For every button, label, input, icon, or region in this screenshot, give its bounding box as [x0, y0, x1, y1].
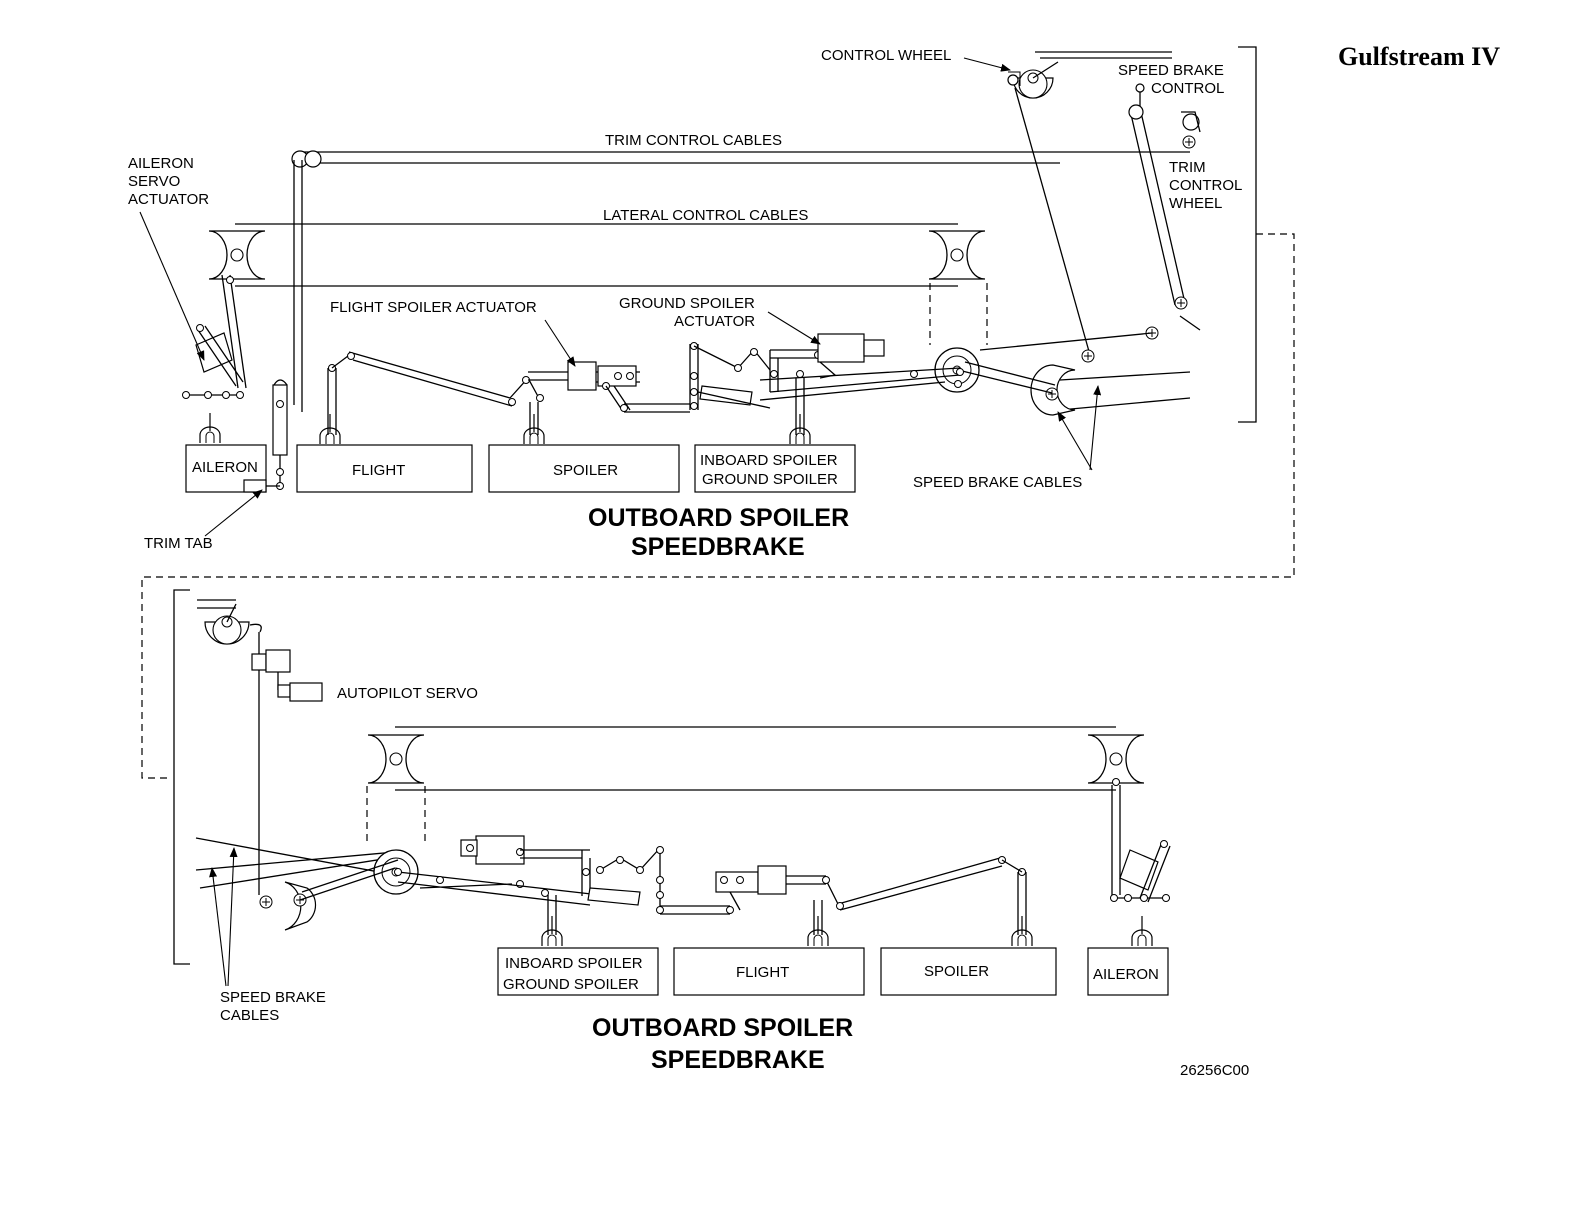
box-inboard-lower-label-1: INBOARD SPOILER: [505, 955, 643, 972]
label-trim-control-wheel-1: TRIM: [1169, 159, 1206, 176]
label-ground-spoiler-actuator-2: ACTUATOR: [674, 313, 755, 330]
label-control-wheel: CONTROL WHEEL: [821, 47, 951, 64]
box-spoiler-lower-label: SPOILER: [924, 963, 989, 980]
label-speed-brake-control-1: SPEED BRAKE: [1118, 62, 1224, 79]
label-trim-control-wheel-2: CONTROL: [1169, 177, 1242, 194]
brand-logo: Gulfstream IV: [1338, 42, 1500, 71]
box-aileron-lower-label: AILERON: [1093, 966, 1159, 983]
upper-diagram: AILERON FLIGHT SPOILER INBOARD SPOILER G…: [128, 46, 1295, 779]
label-autopilot-servo: AUTOPILOT SERVO: [337, 685, 478, 702]
box-aileron-upper-label: AILERON: [192, 459, 258, 476]
lower-title-2: SPEEDBRAKE: [651, 1046, 825, 1074]
box-spoiler-upper-label: SPOILER: [553, 462, 618, 479]
label-speed-brake-cables-1: SPEED BRAKE: [220, 989, 326, 1006]
label-trim-control-wheel-3: WHEEL: [1169, 195, 1222, 212]
box-flight-lower-label: FLIGHT: [736, 964, 789, 981]
box-aileron-lower: [1087, 947, 1169, 996]
box-inboard-lower-label-2: GROUND SPOILER: [503, 976, 639, 993]
box-inboard-upper: [694, 444, 856, 493]
upper-title-1: OUTBOARD SPOILER: [588, 504, 849, 532]
label-speed-brake-control-2: CONTROL: [1151, 80, 1224, 97]
copilot-control-wheel-icon: [197, 599, 262, 645]
box-flight-upper: [296, 444, 473, 493]
box-inboard-upper-label-2: GROUND SPOILER: [702, 471, 838, 488]
sector-upper-right: [928, 230, 986, 280]
label-trim-tab: TRIM TAB: [144, 535, 213, 552]
box-flight-upper-label: FLIGHT: [352, 462, 405, 479]
sector-lower-left: [367, 734, 425, 784]
label-speed-brake-cables: SPEED BRAKE CABLES: [913, 474, 1082, 491]
label-trim-control-cables: TRIM CONTROL CABLES: [605, 132, 782, 149]
lower-title-1: OUTBOARD SPOILER: [592, 1014, 853, 1042]
label-aileron-servo-1: AILERON: [128, 155, 194, 172]
label-ground-spoiler-actuator-1: GROUND SPOILER: [619, 295, 755, 312]
sector-upper-left: [208, 230, 266, 280]
box-inboard-lower: [497, 947, 659, 996]
box-flight-lower: [673, 947, 865, 996]
label-lateral-control-cables: LATERAL CONTROL CABLES: [603, 207, 808, 224]
label-aileron-servo-3: ACTUATOR: [128, 191, 209, 208]
lower-diagram: INBOARD SPOILER GROUND SPOILER FLIGHT SP…: [173, 589, 1171, 1074]
upper-title-2: SPEEDBRAKE: [631, 533, 805, 561]
figure-number: 26256C00: [1180, 1062, 1249, 1079]
label-aileron-servo-2: SERVO: [128, 173, 180, 190]
box-inboard-upper-label-1: INBOARD SPOILER: [700, 452, 838, 469]
label-speed-brake-cables-2: CABLES: [220, 1007, 279, 1024]
sector-lower-right: [1087, 734, 1145, 784]
box-spoiler-upper: [488, 444, 680, 493]
box-spoiler-lower: [880, 947, 1057, 996]
trim-control-wheel-icon: [1181, 111, 1201, 149]
control-wheel-icon: [1007, 51, 1172, 99]
speed-brake-control-icon: [1128, 83, 1186, 306]
autopilot-servo-icon: [251, 632, 323, 895]
label-flight-spoiler-actuator: FLIGHT SPOILER ACTUATOR: [330, 299, 537, 316]
